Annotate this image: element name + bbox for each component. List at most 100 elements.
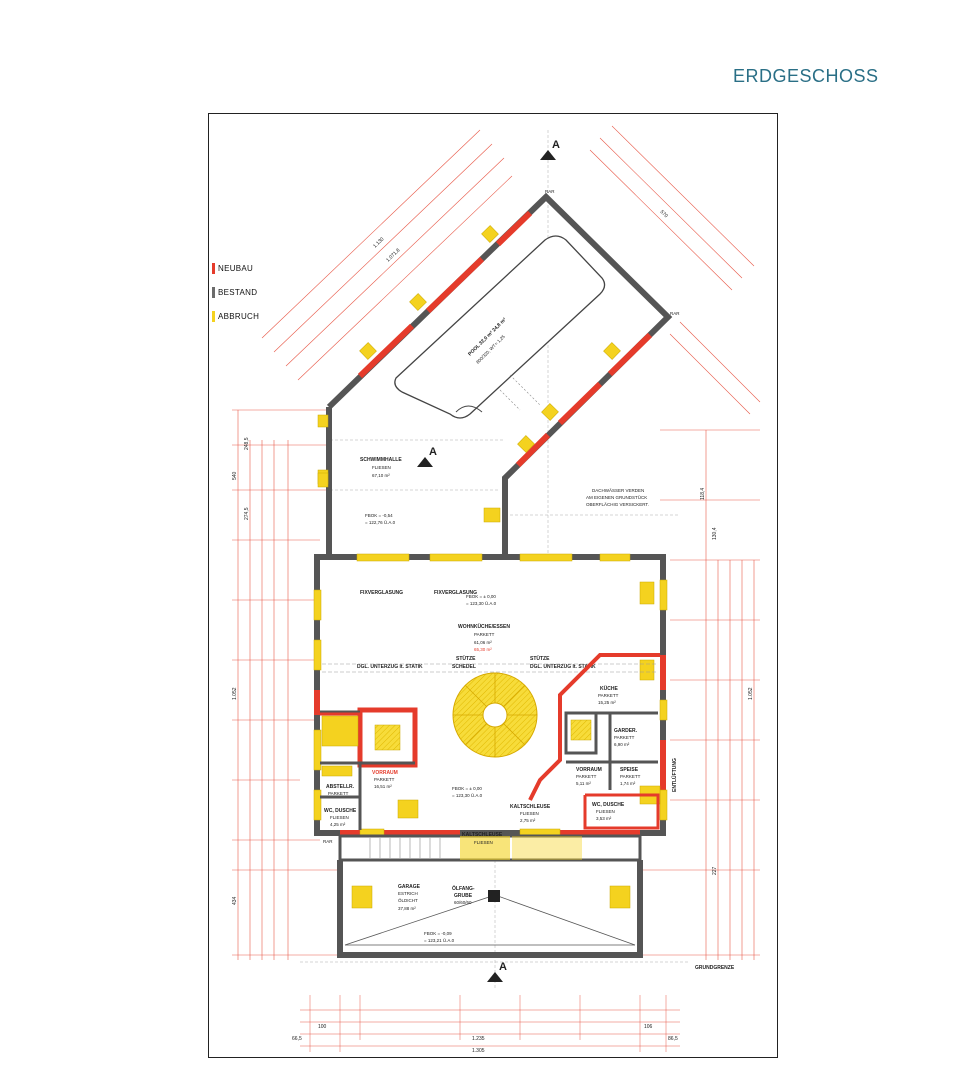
dim-left-4: 248,5 [244,437,250,450]
fixverglasung-left-label: FIXVERGLASUNG [360,590,403,596]
dgl-left-label: DGL. UNTERZUG lt. STATIK [357,664,423,670]
kaltschleuse-label: KALTSCHLEUSE [510,804,551,810]
abstellr-floor: PARKETT [328,791,349,796]
fbok-pool: FBOK = -0,54 [365,513,393,518]
dim-top-3: 570 [659,209,669,219]
dim-left-5: 434 [232,896,238,905]
garage-floor-2: ÖLDICHT [398,897,418,903]
kaltschleuse-area: 2,75 m² [520,818,536,823]
section-a-label-top: A [552,139,560,151]
legend-label-neubau: NEUBAU [218,263,254,273]
dachwasser-label-1: DACHWÄSSER VERDEN [592,487,644,493]
fbok-garage-sub: = 123,21 Ü.A.0 [424,937,455,943]
fixverglasung-right-label: FIXVERGLASUNG [434,590,477,596]
pool-basin [394,235,606,419]
legend-swatch-neubau [212,262,215,274]
spiral-staircase [452,672,538,758]
rar-label-left: RAR [323,839,333,844]
legend-label-abbruch: ABBRUCH [218,311,260,321]
garderobe-floor: PARKETT [614,735,635,740]
kaltschleuse-floor: FLIESEN [520,811,539,816]
dim-right-2: 118,4 [700,488,706,500]
garage-yellow-marks [351,885,631,909]
page-title: ERDGESCHOSS [733,66,879,86]
dim-bottom-2: 1.305 [472,1048,485,1054]
wc-dusche-left-floor: FLIESEN [330,815,349,820]
vorraum-right-area: 5,11 m² [576,781,591,786]
dim-bottom-3: 100 [318,1024,327,1030]
dim-bottom-5: 86,5 [668,1036,678,1042]
dachwasser-label-2: AM EIGENEN GRUNDSTÜCK [586,494,647,500]
kueche-floor: PARKETT [598,693,619,698]
vorraum-left-floor: PARKETT [374,777,395,782]
rar-label-top: RAR [545,189,555,194]
legend-item-abbruch: ABBRUCH [212,304,259,328]
speisekammer-floor: PARKETT [620,774,641,779]
legend-label-bestand: BESTAND [218,287,258,297]
oelfang-pit [488,890,500,902]
rar-label-right: RAR [670,311,680,316]
dgl-right-label: DGL. UNTERZUG lt. STATIK [530,664,596,670]
schwimmhalle-floor: FLIESEN [372,465,391,470]
wc-dusche-left-label: WC, DUSCHE [324,808,357,814]
kueche-walls [528,653,660,801]
oelfang-label-2: GRUBE [454,893,473,899]
entlueftung-label: ENTLÜFTUNG [671,758,678,792]
vorraum-left-area: 16,51 m² [374,784,392,789]
dim-right-4: 227 [712,866,718,875]
kueche-label: KÜCHE [600,685,618,692]
dim-top-2: 1.071,8 [385,247,401,263]
vorraum-right-floor: PARKETT [576,774,597,779]
fbok-entry-sub: = 123,30 Ü.A.0 [452,792,483,798]
vorraum-right-label: VORRAUM [576,767,602,773]
abstellr-label: ABSTELLR. [326,784,355,790]
stuetze-left-label: STÜTZE [456,655,476,662]
oelfang-label-1: ÖLFANG- [452,885,475,892]
left-yellow-marks [321,715,419,819]
section-a-label-bottom: A [499,961,507,973]
legend: NEUBAU BESTAND ABBRUCH [212,256,259,328]
lift-left [357,707,418,768]
wc-dusche-right-label: WC, DUSCHE [592,802,625,808]
lift-right [564,711,598,755]
fbok-entry: FBOK = ± 0,00 [452,786,482,791]
grundgrenze-label: GRUNDGRENZE [695,965,735,971]
garage-area: 37,88 m² [398,906,416,911]
dim-bottom-6: 106 [644,1024,653,1030]
stuetze-right-label: STÜTZE [530,655,550,662]
garderobe-area: 6,90 m² [614,742,630,747]
garderobe-label: GARDER. [614,728,638,734]
kaltschleuse-lower-label: KALTSCHLEUSE [462,832,503,838]
schwimmhalle-area: 67,10 m² [372,473,390,478]
wohnkueche-area-2: 65,30 m² [474,647,492,652]
fbok-garage: FBOK = -0,09 [424,931,452,936]
speisekammer-area: 1,74 m² [620,781,636,786]
speisekammer-label: SPEISE [620,767,639,773]
wc-right-walls [583,793,660,830]
garage-floor: ESTRICH [398,891,418,896]
fbok-main: FBOK = ± 0,00 [466,594,496,599]
dim-left-1: 1.052 [232,687,238,700]
garage-walls [337,860,643,958]
dachwasser-label-3: OBERFLÄCHIG VERSICKERT. [586,501,649,507]
dim-bottom-4: 66,5 [292,1036,302,1042]
wc-dusche-right-area: 3,53 m² [596,816,612,821]
inner-walls-right [566,711,658,790]
wohnkueche-label: WOHNKÜCHE/ESSEN [458,623,510,630]
garage-label: GARAGE [398,884,421,890]
wc-dusche-left-area: 4,25 m² [330,822,346,827]
vorraum-left-label: VORRAUM [372,770,398,776]
kueche-area: 15,25 m² [598,700,616,705]
legend-swatch-bestand [212,286,215,298]
lower-corridor [338,834,642,862]
inner-walls-left [320,710,415,830]
schwimmhalle-label: SCHWIMMHALLE [360,457,402,463]
pool-wing-walls [326,192,673,555]
fbok-pool-sub: = 122,76 Ü.A.0 [365,519,396,525]
section-a-label-mid: A [429,446,437,458]
legend-item-bestand: BESTAND [212,280,259,304]
oelfang-label-3: 60/60/60 [454,900,472,905]
dimension-lines [232,125,761,1052]
dim-right-3: 130,4 [712,527,718,540]
